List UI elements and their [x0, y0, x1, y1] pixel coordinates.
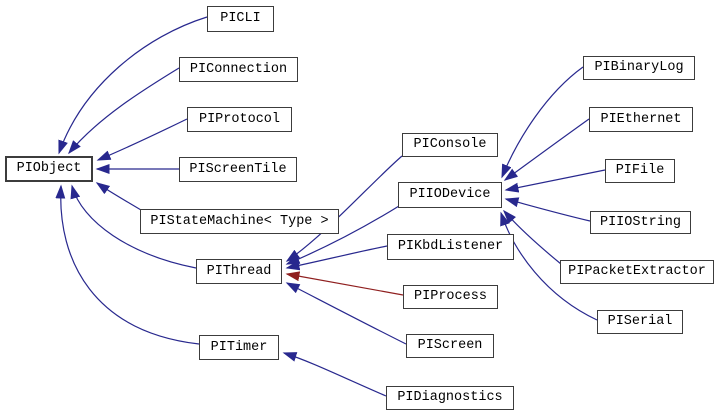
class-node-pibinarylog[interactable]: PIBinaryLog [583, 56, 695, 80]
class-node-pithread[interactable]: PIThread [196, 259, 282, 284]
class-node-pistatemachine[interactable]: PIStateMachine< Type > [140, 209, 339, 234]
class-node-piprotocol[interactable]: PIProtocol [187, 107, 292, 132]
edge-piiodevice-to-pithread-public [285, 205, 400, 265]
class-node-piprocess[interactable]: PIProcess [403, 285, 498, 309]
class-node-piconsole[interactable]: PIConsole [402, 133, 498, 157]
class-node-piobject[interactable]: PIObject [5, 156, 93, 182]
class-node-piiostring[interactable]: PIIOString [590, 211, 691, 234]
edge-pistatemachine-to-piobject-public [95, 182, 142, 211]
edge-piprocess-to-pithread-private [285, 271, 404, 296]
class-node-piconnection[interactable]: PIConnection [179, 57, 298, 82]
edge-pifile-to-piiodevice-public [504, 169, 606, 193]
class-node-pifile[interactable]: PIFile [605, 159, 675, 183]
edge-pitimer-to-piobject-public [55, 184, 200, 345]
class-node-piscreen[interactable]: PIScreen [406, 334, 494, 358]
edge-pibinarylog-to-piiodevice-public [501, 66, 584, 179]
edge-piconnection-to-piobject-public [68, 67, 180, 155]
edge-piiostring-to-piiodevice-public [504, 197, 591, 222]
class-node-pikbdlistener[interactable]: PIKbdListener [387, 234, 514, 260]
class-node-piiodevice[interactable]: PIIODevice [398, 182, 502, 208]
edge-pithread-to-piobject-public [70, 184, 197, 269]
class-node-piethernet[interactable]: PIEthernet [589, 107, 693, 132]
class-node-pidiagnostics[interactable]: PIDiagnostics [386, 386, 514, 410]
edge-piscreen-to-pithread-public [285, 282, 407, 345]
edge-pidiagnostics-to-pitimer-public [282, 352, 387, 397]
class-node-pitimer[interactable]: PITimer [199, 335, 279, 360]
edge-piethernet-to-piiodevice-public [503, 118, 590, 181]
edge-piprotocol-to-piobject-public [96, 118, 188, 161]
class-node-piserial[interactable]: PISerial [597, 310, 683, 334]
edge-picli-to-piobject-public [58, 16, 208, 155]
class-node-pipacketextractor[interactable]: PIPacketExtractor [560, 260, 714, 284]
class-node-picli[interactable]: PICLI [207, 6, 274, 32]
edge-piconsole-to-pithread-public [285, 155, 403, 262]
class-node-piscreentile[interactable]: PIScreenTile [179, 157, 297, 182]
edge-pikbdlistener-to-pithread-public [285, 245, 388, 271]
edge-piserial-to-piiodevice-public [500, 211, 598, 321]
